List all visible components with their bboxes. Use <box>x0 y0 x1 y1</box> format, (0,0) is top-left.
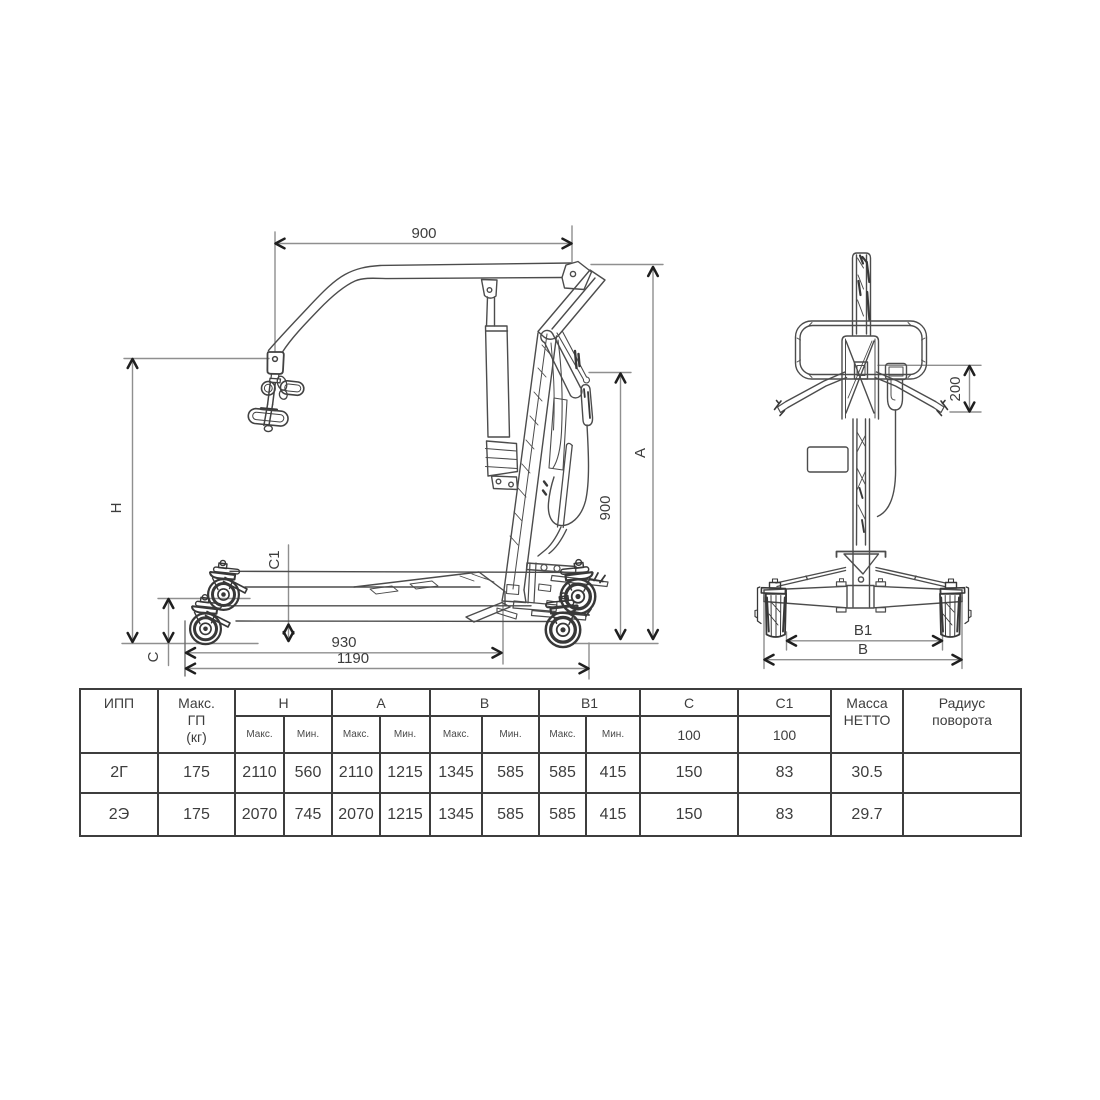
svg-text:200: 200 <box>947 376 964 401</box>
svg-text:B: B <box>858 641 868 658</box>
svg-text:900: 900 <box>597 495 614 520</box>
svg-text:930: 930 <box>331 634 356 651</box>
svg-text:B1: B1 <box>854 622 872 639</box>
svg-text:C: C <box>145 651 162 662</box>
svg-text:C1: C1 <box>266 550 283 569</box>
svg-text:900: 900 <box>411 225 436 242</box>
svg-text:H: H <box>108 503 125 514</box>
svg-text:1190: 1190 <box>337 650 369 667</box>
svg-text:A: A <box>632 448 649 458</box>
